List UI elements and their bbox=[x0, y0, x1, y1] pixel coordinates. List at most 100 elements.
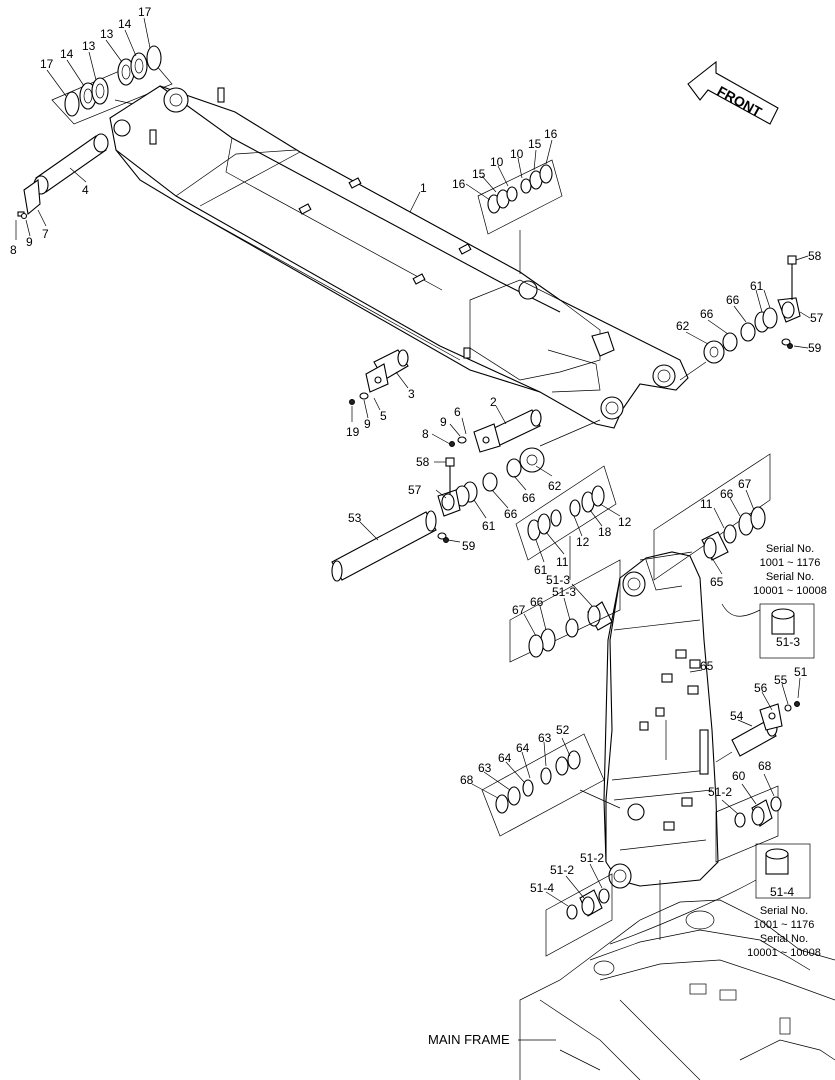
callout-64-a: 63 bbox=[538, 731, 552, 745]
boom-assembly bbox=[109, 85, 689, 429]
shim-stack-boom-top bbox=[477, 159, 563, 274]
callout-11-b: 12 bbox=[618, 515, 632, 529]
callout-57-a: 57 bbox=[810, 311, 824, 325]
pin-2 bbox=[449, 409, 542, 453]
callout-51-3-b: 51-3 bbox=[776, 635, 800, 649]
callout-18: 12 bbox=[576, 535, 590, 549]
front-direction-arrow: FRONT bbox=[687, 60, 779, 125]
callout-51-4-a: 51-2 bbox=[708, 785, 732, 799]
callout-55: 51 bbox=[794, 665, 808, 679]
callout-58-b: 58 bbox=[416, 455, 430, 469]
callout-61-a: 61 bbox=[750, 279, 764, 293]
callout-7: 7 bbox=[42, 227, 49, 241]
callout-14-a: 14 bbox=[60, 47, 74, 61]
callout-54: 56 bbox=[754, 681, 768, 695]
callout-2: 2 bbox=[490, 395, 497, 409]
callout-66-d: 66 bbox=[522, 491, 536, 505]
callout-68-b: 64 bbox=[498, 751, 512, 765]
callout-9-c: 9 bbox=[440, 415, 447, 429]
callout-64-b: 63 bbox=[478, 761, 492, 775]
shim-stack-arm-top bbox=[515, 465, 617, 580]
callout-63-b: 68 bbox=[460, 773, 474, 787]
callout-63-a: 52 bbox=[556, 723, 570, 737]
callout-56: 55 bbox=[774, 673, 788, 687]
callout-51-2-c: 51-2 bbox=[550, 863, 574, 877]
callout-59-a: 59 bbox=[808, 341, 822, 355]
callout-10-b: 10 bbox=[510, 147, 524, 161]
callout-12-a: 11 bbox=[556, 555, 569, 569]
callout-5: 5 bbox=[380, 409, 387, 423]
callouts: 17 14 13 13 14 17 4 8 9 7 1 16 15 10 10 … bbox=[10, 5, 824, 907]
callout-53: 53 bbox=[348, 511, 362, 525]
callout-13-a: 13 bbox=[82, 39, 96, 53]
shim-stack-top-left bbox=[51, 45, 173, 125]
callout-8-b: 8 bbox=[422, 427, 429, 441]
callout-66-c: 66 bbox=[504, 507, 518, 521]
callout-3: 3 bbox=[408, 387, 415, 401]
serial-note-bottom-line-3: Serial No. bbox=[760, 933, 808, 945]
callout-58-a: 58 bbox=[808, 249, 822, 263]
pin-52 bbox=[715, 701, 800, 763]
arm-top-bushings bbox=[509, 453, 815, 663]
callout-51-3-a: 65 bbox=[710, 575, 724, 589]
callout-16-b: 16 bbox=[544, 127, 558, 141]
callout-17-b: 17 bbox=[138, 5, 152, 19]
callout-61-b: 61 bbox=[482, 519, 496, 533]
serial-note-top-line-3: Serial No. bbox=[766, 571, 814, 583]
callout-14-b: 14 bbox=[118, 17, 132, 31]
callout-57-b: 57 bbox=[408, 483, 422, 497]
callout-11-a: 61 bbox=[534, 563, 548, 577]
right-pin-hardware bbox=[679, 255, 801, 381]
callout-59-b: 59 bbox=[462, 539, 476, 553]
callout-67-b: 66 bbox=[530, 595, 544, 609]
callout-60-b: 51-4 bbox=[530, 881, 554, 895]
callout-65-a: 67 bbox=[738, 477, 752, 491]
callout-51-2-a: 60 bbox=[732, 769, 746, 783]
callout-19: 19 bbox=[346, 425, 360, 439]
callout-8-a: 8 bbox=[10, 243, 17, 257]
main-frame-label: MAIN FRAME bbox=[428, 1032, 510, 1047]
callout-1: 1 bbox=[420, 181, 427, 195]
callout-60-a: 68 bbox=[758, 759, 772, 773]
serial-note-bottom: Serial No. 1001 ~ 1176 Serial No. 10001 … bbox=[747, 905, 821, 959]
callout-9-b: 9 bbox=[364, 417, 371, 431]
callout-66-f: 51-3 bbox=[552, 585, 576, 599]
shim-stack-arm-mid bbox=[481, 733, 621, 837]
callout-62-b: 62 bbox=[548, 479, 562, 493]
callout-16-a: 16 bbox=[452, 177, 466, 191]
callout-12-b: 18 bbox=[598, 525, 612, 539]
callout-51-4-b: 51-2 bbox=[580, 851, 604, 865]
serial-note-top: Serial No. 1001 ~ 1176 Serial No. 10001 … bbox=[753, 543, 827, 597]
serial-note-bottom-line-1: Serial No. bbox=[760, 905, 808, 917]
pin-4 bbox=[17, 133, 109, 220]
left-pin-hardware bbox=[331, 419, 601, 582]
callout-4: 4 bbox=[82, 183, 89, 197]
callout-51-3-c: 51-3 bbox=[546, 573, 570, 587]
main-frame bbox=[518, 899, 835, 1080]
callout-9-a: 9 bbox=[26, 235, 33, 249]
callout-13-b: 13 bbox=[100, 27, 114, 41]
callout-6: 6 bbox=[454, 405, 461, 419]
pin-3 bbox=[349, 349, 409, 405]
serial-note-top-line-1: Serial No. bbox=[766, 543, 814, 555]
serial-note-top-line-4: 10001 ~ 10008 bbox=[753, 585, 827, 597]
callout-66-b: 66 bbox=[700, 307, 714, 321]
callout-67-a: 66 bbox=[720, 487, 734, 501]
serial-note-bottom-line-2: 1001 ~ 1176 bbox=[754, 919, 815, 931]
arm-assembly bbox=[603, 551, 719, 889]
callout-15-a: 15 bbox=[472, 167, 486, 181]
callout-62-a: 62 bbox=[676, 319, 690, 333]
callout-15-b: 15 bbox=[528, 137, 542, 151]
callout-66-a: 66 bbox=[726, 293, 740, 307]
callout-17-a: 17 bbox=[40, 57, 54, 71]
callout-51: 65 bbox=[700, 659, 714, 673]
callout-52: 54 bbox=[730, 709, 744, 723]
serial-note-bottom-line-4: 10001 ~ 10008 bbox=[747, 947, 821, 959]
callout-68-a: 64 bbox=[516, 741, 530, 755]
arm-foot-bushings bbox=[545, 785, 811, 957]
callout-66-e: 11 bbox=[700, 497, 713, 511]
serial-note-top-line-2: 1001 ~ 1176 bbox=[760, 557, 821, 569]
callout-51-2-b: 51-4 bbox=[770, 885, 794, 899]
